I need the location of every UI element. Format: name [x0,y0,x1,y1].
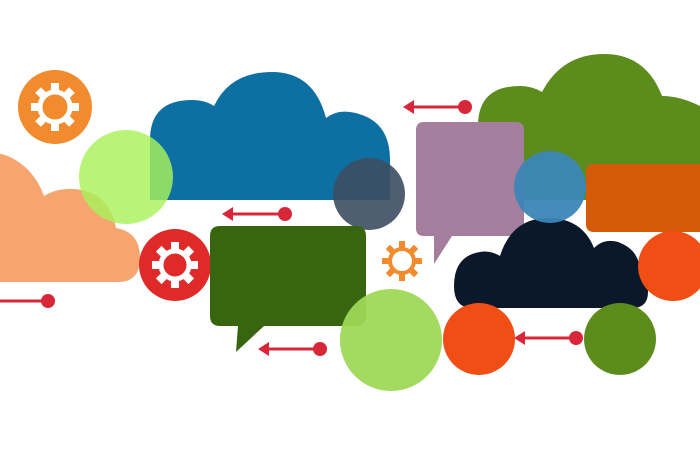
gear-icon [152,242,198,288]
vermilion-circle-bottom [443,303,515,375]
orange-chat-bubble-icon [586,164,700,252]
arrow-left-icon [258,342,327,356]
vermilion-circle [638,231,700,301]
arrow-left-icon [514,331,583,345]
arrow-left-icon [222,207,292,221]
orange-gear-badge [18,70,92,144]
arrow-left-icon [403,100,472,114]
small-orange-gear-icon [382,241,422,281]
lime-circle [79,130,173,224]
green-chat-bubble-icon [210,226,366,352]
arrow-left-icon [0,294,55,308]
gear-icon [31,83,79,131]
blue-cloud-icon [150,72,390,200]
olive-circle [584,303,656,375]
red-gear-badge [139,229,211,301]
sky-blue-circle [514,151,586,223]
peach-cloud-icon [0,153,140,282]
slate-circle [333,158,405,230]
lime-circle-large [340,289,442,391]
lilac-chat-bubble-icon [416,122,524,264]
navy-cloud-icon [454,218,648,308]
